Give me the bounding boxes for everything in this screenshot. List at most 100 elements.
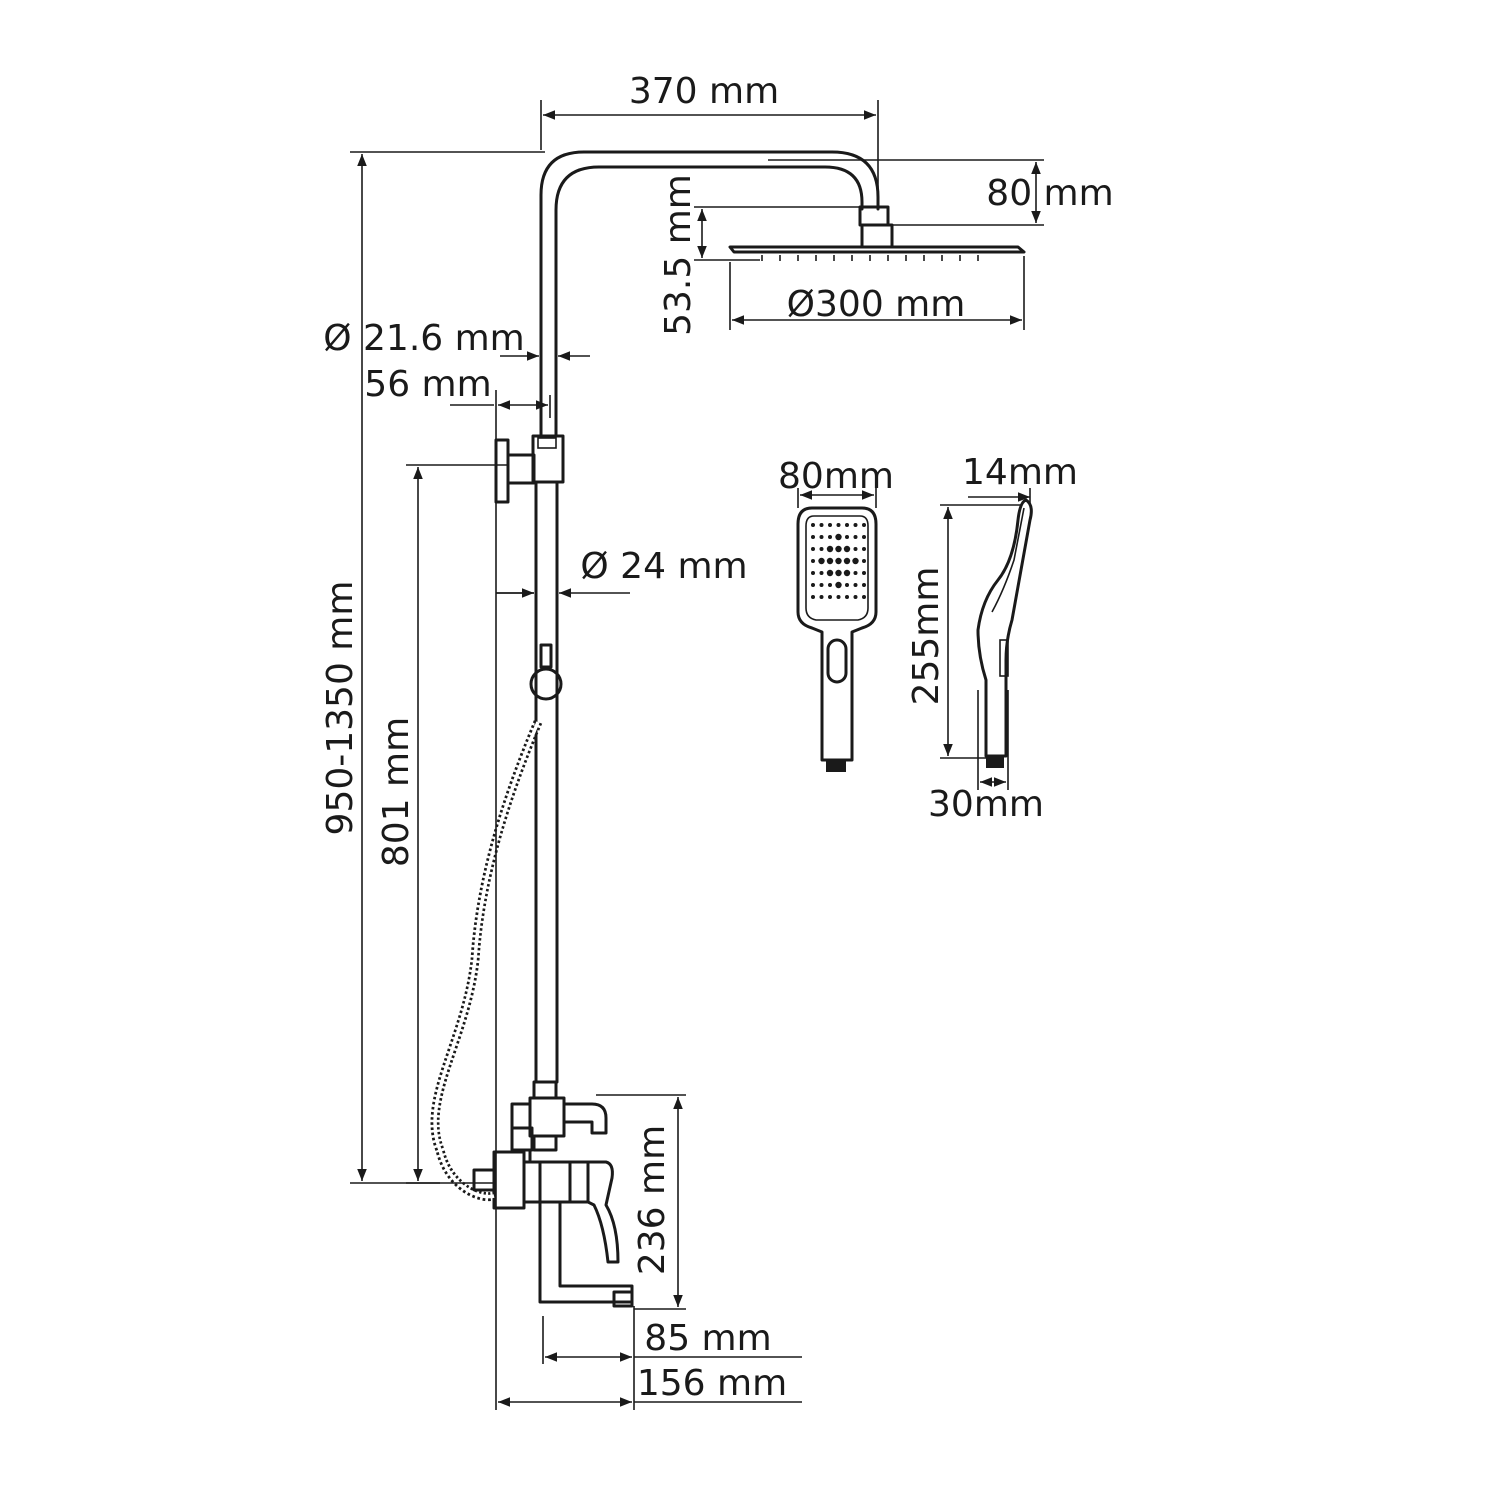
dimension-lines bbox=[350, 100, 1044, 1410]
spray-hole bbox=[845, 583, 849, 587]
head-nozzles bbox=[761, 255, 979, 261]
label-hand-shower-width: 80mm bbox=[778, 456, 894, 497]
mixer-lever bbox=[586, 1160, 620, 1264]
label-total-height: 950-1350 mm bbox=[320, 581, 361, 836]
spray-hole bbox=[835, 533, 842, 541]
wall-bracket-arm bbox=[506, 453, 536, 485]
spray-holes bbox=[811, 523, 866, 599]
spray-hole bbox=[836, 595, 841, 599]
spray-hole bbox=[853, 535, 858, 539]
spray-hole bbox=[828, 535, 832, 539]
shower-column bbox=[472, 150, 890, 1308]
spray-hole bbox=[853, 571, 858, 575]
head-swivel bbox=[860, 223, 894, 249]
diverter-left-fitting bbox=[510, 1102, 532, 1130]
dimension-labels: 370 mm 80 mm 53.5 mm Ø300 mm Ø 21.6 mm 5… bbox=[320, 71, 1114, 1404]
spray-hole bbox=[843, 557, 851, 565]
spray-hole bbox=[843, 569, 851, 577]
spray-hole bbox=[811, 523, 815, 527]
spray-hole bbox=[862, 559, 866, 563]
wall-eccentric bbox=[492, 1150, 526, 1210]
spray-hole bbox=[828, 523, 832, 527]
label-hand-shower-length: 255mm bbox=[906, 567, 947, 706]
spray-hole bbox=[853, 595, 858, 599]
label-spout-projection: 156 mm bbox=[637, 1363, 787, 1404]
spray-hole bbox=[845, 523, 849, 527]
spray-hole bbox=[862, 535, 866, 539]
diverter-nut bbox=[532, 1080, 558, 1100]
diverter-lower-nut bbox=[532, 1134, 558, 1152]
label-mixer-height: 236 mm bbox=[632, 1125, 673, 1275]
spray-hole bbox=[811, 583, 815, 587]
spray-hole bbox=[845, 535, 849, 539]
spray-hole bbox=[811, 535, 815, 539]
hose-outlet bbox=[472, 1168, 496, 1192]
spout-aerator bbox=[612, 1290, 634, 1308]
spray-hole bbox=[818, 557, 825, 565]
label-spout-length: 85 mm bbox=[644, 1318, 771, 1359]
shower-hose bbox=[430, 720, 543, 1202]
spray-hole bbox=[835, 545, 842, 553]
hand-shower-side bbox=[976, 498, 1033, 768]
spray-hole bbox=[862, 547, 866, 551]
diverter-handle bbox=[562, 1102, 608, 1135]
head-connector bbox=[858, 205, 890, 227]
slider-stem bbox=[539, 643, 553, 669]
spray-hole bbox=[828, 583, 832, 587]
spray-hole bbox=[843, 545, 851, 553]
spray-hole bbox=[811, 571, 815, 575]
label-lower-pipe-diameter: Ø 24 mm bbox=[580, 546, 747, 587]
label-upper-pipe-diameter: Ø 21.6 mm bbox=[323, 318, 525, 359]
spray-hole bbox=[819, 571, 824, 575]
hand-shower-side-face bbox=[991, 507, 1025, 613]
spray-hole bbox=[836, 523, 841, 527]
upper-pipe-and-arm bbox=[539, 150, 880, 437]
spray-hole bbox=[819, 595, 824, 599]
spray-hole bbox=[835, 557, 842, 565]
label-head-drop-height: 80 mm bbox=[986, 173, 1113, 214]
label-wall-offset: 56 mm bbox=[364, 364, 491, 405]
hose-connector bbox=[510, 1126, 534, 1162]
spray-hole bbox=[819, 547, 824, 551]
hand-shower-side-button bbox=[999, 639, 1009, 677]
spray-hole bbox=[819, 535, 824, 539]
hand-shower-outline bbox=[796, 506, 878, 762]
spray-hole bbox=[862, 523, 866, 527]
label-bracket-height: 801 mm bbox=[376, 717, 417, 867]
label-hand-shower-depth-bottom: 30mm bbox=[928, 784, 1044, 825]
spray-hole bbox=[826, 569, 834, 577]
spray-hole bbox=[862, 583, 866, 587]
spray-hole bbox=[845, 595, 849, 599]
spray-hole bbox=[862, 595, 866, 599]
spray-hole bbox=[811, 595, 815, 599]
spray-hole bbox=[862, 571, 866, 575]
hand-shower-side-outline bbox=[976, 498, 1033, 758]
head-plate bbox=[728, 245, 1026, 254]
coupling-top bbox=[537, 437, 557, 449]
wall-bracket-plate bbox=[494, 438, 510, 504]
overhead-shower-head bbox=[728, 223, 1026, 261]
spray-hole bbox=[819, 583, 824, 587]
upper-pipe-inner-wall bbox=[554, 165, 864, 437]
spray-hole bbox=[853, 547, 858, 551]
label-head-thickness: 53.5 mm bbox=[658, 174, 699, 336]
hand-shower-side-connector bbox=[986, 756, 1004, 768]
hose-inner bbox=[433, 721, 540, 1199]
spray-hole bbox=[811, 559, 815, 563]
label-hand-shower-depth-top: 14mm bbox=[962, 452, 1078, 493]
hand-shower-front bbox=[796, 506, 878, 772]
hand-shower-connector bbox=[826, 760, 846, 772]
hand-shower-face bbox=[805, 515, 869, 621]
spray-hole bbox=[811, 547, 815, 551]
diverter-body bbox=[528, 1096, 566, 1138]
mixer-cartridge bbox=[538, 1160, 572, 1204]
spray-hole bbox=[826, 557, 834, 565]
spray-hole bbox=[828, 595, 832, 599]
hose-outer bbox=[430, 720, 543, 1202]
label-head-arm-length: 370 mm bbox=[629, 71, 779, 112]
spray-hole bbox=[853, 523, 858, 527]
hand-shower-button bbox=[826, 638, 848, 684]
label-head-diameter: Ø300 mm bbox=[787, 284, 966, 325]
spray-hole bbox=[835, 581, 842, 589]
